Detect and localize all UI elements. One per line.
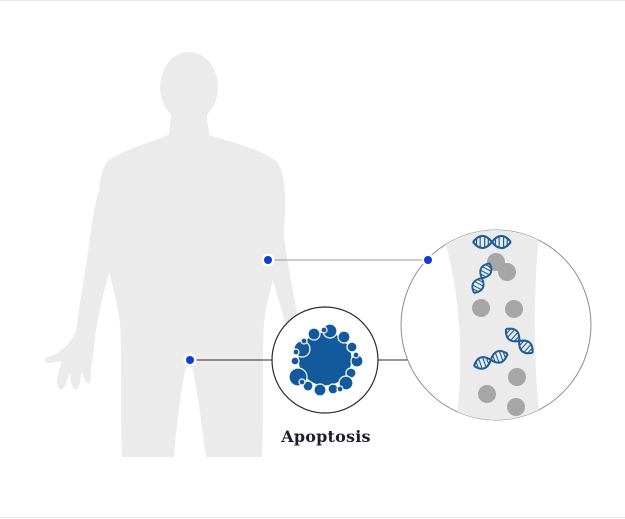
human-body-silhouette [45,52,304,457]
location-marker-arm[interactable] [261,253,275,267]
apoptosis-caption: Apoptosis [281,427,371,446]
apoptosis-cell-circle [271,306,379,414]
zoom-vessel-circle [400,229,592,421]
location-marker-thigh[interactable] [183,353,197,367]
location-marker-zoom [422,254,434,266]
apoptotic-cell-icon [288,323,364,397]
gray-particle-icon [472,253,526,416]
